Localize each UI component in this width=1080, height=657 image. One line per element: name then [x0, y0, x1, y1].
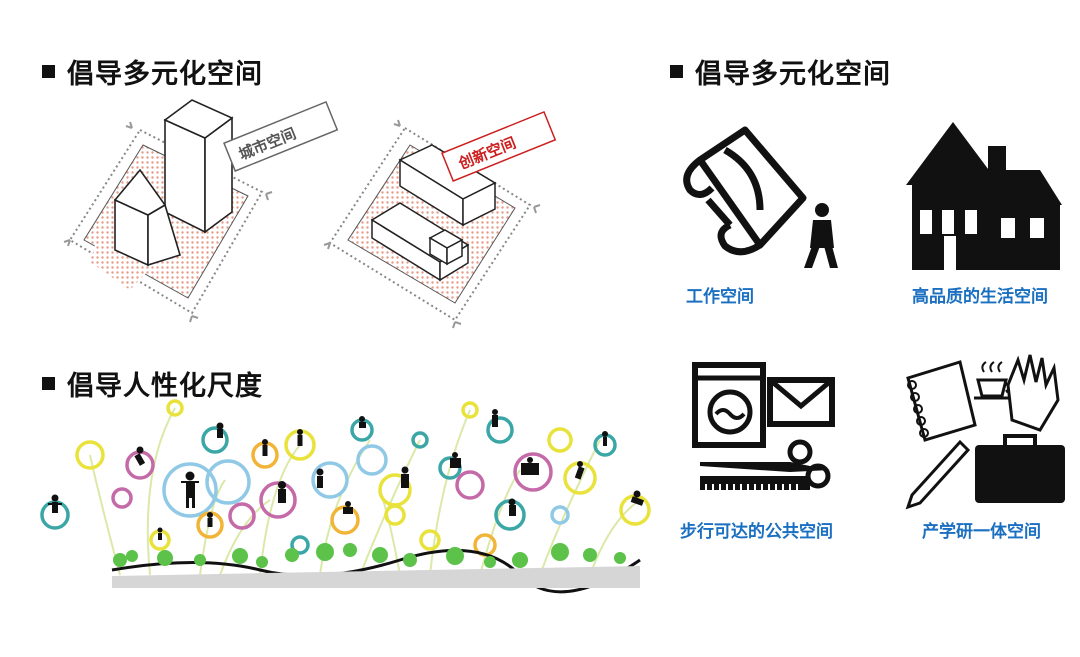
research-icon — [905, 354, 1065, 510]
tower-top — [163, 99, 234, 139]
urban-space-diagram: 城市空间 — [63, 99, 339, 323]
public-icon — [692, 362, 835, 490]
heading-diversified-space-right: 倡导多元化空间 — [670, 52, 891, 91]
site-hatch — [90, 228, 160, 290]
notebook-rings — [907, 380, 929, 438]
heading-human-scale: 倡导人性化尺度 — [42, 364, 263, 403]
cube-side — [446, 238, 463, 266]
ground-base — [112, 566, 640, 588]
heading-diversified-space-left: 倡导多元化空间 — [42, 52, 263, 91]
living-space-caption: 高品质的生活空间 — [912, 287, 1048, 307]
research-space-caption: 产学研一体空间 — [922, 522, 1041, 542]
site-boundary — [328, 126, 532, 322]
bullet-square-icon — [42, 377, 55, 390]
corner-arrows — [63, 121, 273, 323]
heading-text: 倡导人性化尺度 — [67, 371, 263, 402]
human-scale-illustration — [38, 398, 656, 594]
work-icon — [683, 126, 807, 256]
comb-teeth — [705, 484, 798, 490]
walking-person-icon — [804, 203, 838, 268]
bullet-square-icon — [42, 65, 55, 78]
innovation-space-tag: 创新空间 — [441, 110, 557, 182]
upper-block-side — [462, 181, 496, 227]
corner-arrows — [323, 119, 541, 329]
people-silhouettes — [48, 409, 645, 540]
ground-line — [111, 548, 641, 594]
work-space-caption: 工作空间 — [686, 287, 754, 307]
heading-text: 倡导多元化空间 — [67, 59, 263, 90]
public-space-caption: 步行可达的公共空间 — [680, 522, 833, 542]
living-icon — [906, 122, 1062, 270]
bullet-square-icon — [670, 65, 683, 78]
innovation-space-diagram: 创新空间 — [323, 110, 557, 329]
trees — [113, 543, 626, 568]
heading-text: 倡导多元化空间 — [695, 59, 891, 90]
wedge-top — [113, 168, 167, 216]
tower-front — [164, 118, 206, 234]
urban-space-tag: 城市空间 — [223, 100, 339, 172]
